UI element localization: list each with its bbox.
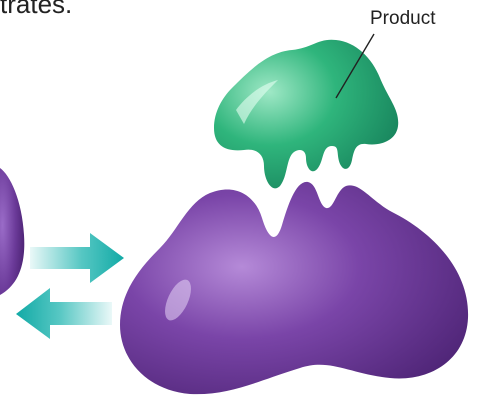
enzyme <box>120 182 468 394</box>
reverse-arrow <box>16 288 112 339</box>
forward-arrow <box>30 233 124 283</box>
product-label: Product <box>370 8 435 30</box>
enzyme-partial-left <box>0 168 24 295</box>
